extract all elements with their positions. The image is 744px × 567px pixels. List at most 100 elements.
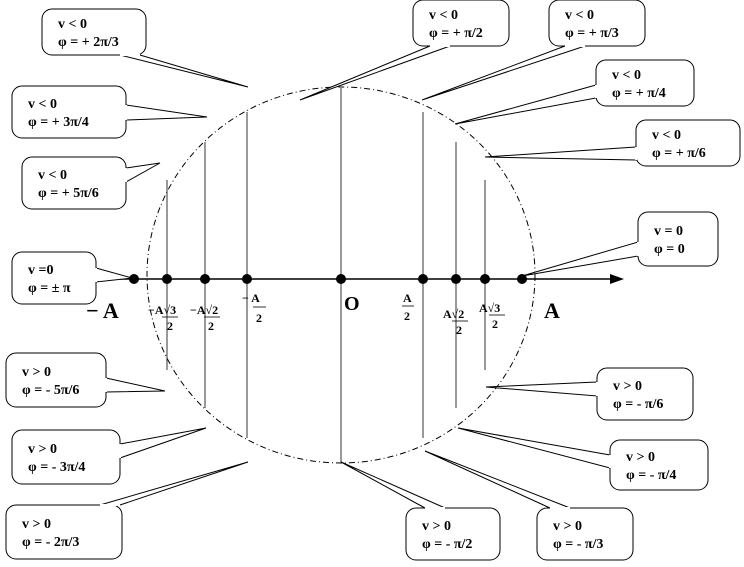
callout-bot-2pi3: v > 0 φ = - 2π/3 [5, 461, 249, 560]
callout-pointer [119, 54, 249, 88]
tick-label-a-sqrt2-2: A√2 2 [443, 307, 468, 337]
axis-point [418, 274, 428, 284]
callout-box [637, 211, 719, 267]
callout-box [5, 504, 123, 560]
callout-top-2pi3: v < 0 φ = + 2π/3 [41, 8, 249, 88]
callout-box [595, 59, 695, 107]
callout-bot-5pi6: v > 0 φ = - 5π/6 [5, 352, 166, 408]
callout-phase: φ = 0 [654, 242, 685, 257]
tick-label-a-sqrt3-2: A√3 2 [479, 301, 505, 331]
callout-phase: φ = - π/2 [422, 537, 472, 552]
tick-label-denominator: 2 [456, 323, 462, 337]
callout-velocity: v > 0 [422, 519, 451, 534]
callout-top-5pi6: v < 0 φ = + 5π/6 [21, 156, 161, 210]
callout-velocity: v =0 [28, 263, 53, 278]
tick-label-numerator: −A√3 [148, 303, 176, 317]
callout-phase: φ = - π/4 [626, 468, 676, 483]
axis-point [242, 274, 252, 284]
callout-phase: φ = + 2π/3 [58, 35, 119, 50]
callout-velocity: v < 0 [565, 8, 594, 23]
callout-velocity: v < 0 [429, 8, 458, 23]
axis-point [162, 274, 172, 284]
callout-box [11, 251, 97, 305]
callout-top-3pi4: v < 0φ = + 3π/4 [11, 85, 208, 139]
callout-box [548, 0, 646, 47]
callout-bot-pi4: v > 0 φ = - π/4 [457, 427, 709, 491]
callout-pointer [485, 381, 598, 397]
callout-box [412, 0, 510, 47]
callout-box [11, 85, 127, 139]
callout-bot-3pi4: v > 0φ = - 3π/4 [11, 427, 207, 485]
callout-velocity: v < 0 [612, 68, 641, 83]
callouts: v < 0φ = + 2π/3v < 0φ = + 3π/4v < 0φ = +… [5, 0, 741, 561]
callout-velocity: v > 0 [626, 450, 655, 465]
callout-velocity: v < 0 [38, 168, 67, 183]
axis-point [451, 274, 461, 284]
x-axis-arrowhead [610, 274, 624, 284]
callout-top-pi3: v < 0φ = + π/3 [421, 0, 646, 101]
callout-pointer [340, 461, 446, 509]
tick-label-denominator: 2 [208, 319, 214, 333]
callout-phase: φ = + π/2 [429, 26, 483, 41]
callout-phase: φ = + π/4 [612, 86, 666, 101]
callout-right-0: v = 0 φ = 0 [521, 211, 719, 277]
callout-phase: φ = - π/6 [613, 397, 663, 412]
callout-box [596, 367, 694, 421]
callout-box [21, 156, 127, 210]
callout-phase: φ = + π/6 [652, 146, 706, 161]
callout-pointer [421, 45, 586, 101]
callout-pointer [521, 241, 639, 277]
callout-pointer [454, 84, 597, 125]
axis-point [517, 274, 527, 284]
callout-velocity: v > 0 [22, 517, 51, 532]
label-pos-a: A [544, 298, 560, 323]
tick-label-denominator: 2 [256, 311, 262, 325]
callout-phase: φ = + 3π/4 [28, 115, 89, 130]
tick-label-a-2: A 2 [402, 291, 414, 323]
tick-label-denominator: 2 [167, 319, 173, 333]
tick-label-neg-a-sqrt2-2: −A√2 2 [190, 303, 220, 333]
callout-pointer [484, 146, 637, 161]
callout-top-pi6: v < 0 φ = + π/6 [484, 119, 741, 167]
callout-pointer [299, 45, 451, 101]
callout-velocity: v > 0 [22, 365, 51, 380]
callout-phase: φ = - π/3 [553, 537, 603, 552]
tick-label-numerator: −A√2 [190, 303, 218, 317]
axis-points [129, 274, 527, 284]
axis-point [129, 274, 139, 284]
callout-phase: φ = ± π [28, 281, 71, 296]
callout-box [635, 119, 741, 167]
callout-bot-pi3: v > 0 φ = - π/3 [424, 450, 634, 561]
tick-label-numerator: A√2 [443, 307, 464, 321]
tick-label-denominator: 2 [404, 309, 410, 323]
tick-label-neg-a-sqrt3-2: −A√3 2 [148, 303, 178, 333]
callout-top-pi4: v < 0 φ = + π/4 [454, 59, 695, 125]
callout-pointer [99, 461, 249, 506]
callout-phase: φ = - 3π/4 [28, 460, 85, 475]
callout-left-pi: v =0 φ = ± π [11, 251, 133, 305]
callout-phase: φ = + 5π/6 [38, 186, 99, 201]
label-origin: O [344, 293, 360, 315]
callout-velocity: v < 0 [652, 128, 681, 143]
callout-phase: φ = - 5π/6 [22, 383, 79, 398]
callout-box [41, 8, 147, 56]
callout-bot-pi6: v > 0 φ = - π/6 [485, 367, 694, 421]
callout-pointer [125, 162, 161, 183]
tick-label-numerator: − A [242, 291, 260, 305]
callout-velocity: v > 0 [613, 379, 642, 394]
callout-pointer [119, 427, 207, 459]
tick-labels: −A√3 2 −A√2 2 − A 2 A 2 A√2 2 A√3 2 [148, 291, 505, 337]
callout-velocity: v > 0 [553, 519, 582, 534]
callout-top-pi2: v < 0 φ = + π/2 [299, 0, 510, 101]
callout-velocity: v < 0 [58, 17, 87, 32]
callout-velocity: v = 0 [654, 224, 683, 239]
callout-pointer [125, 104, 208, 121]
callout-bot-pi2: v > 0 φ = - π/2 [340, 461, 501, 561]
tick-label-numerator: A√3 [479, 301, 500, 315]
axis-point [336, 274, 346, 284]
callout-pointer [105, 377, 166, 393]
callout-pointer [457, 427, 611, 469]
tick-label-numerator: A [403, 291, 412, 305]
callout-phase: φ = - 2π/3 [22, 535, 79, 550]
